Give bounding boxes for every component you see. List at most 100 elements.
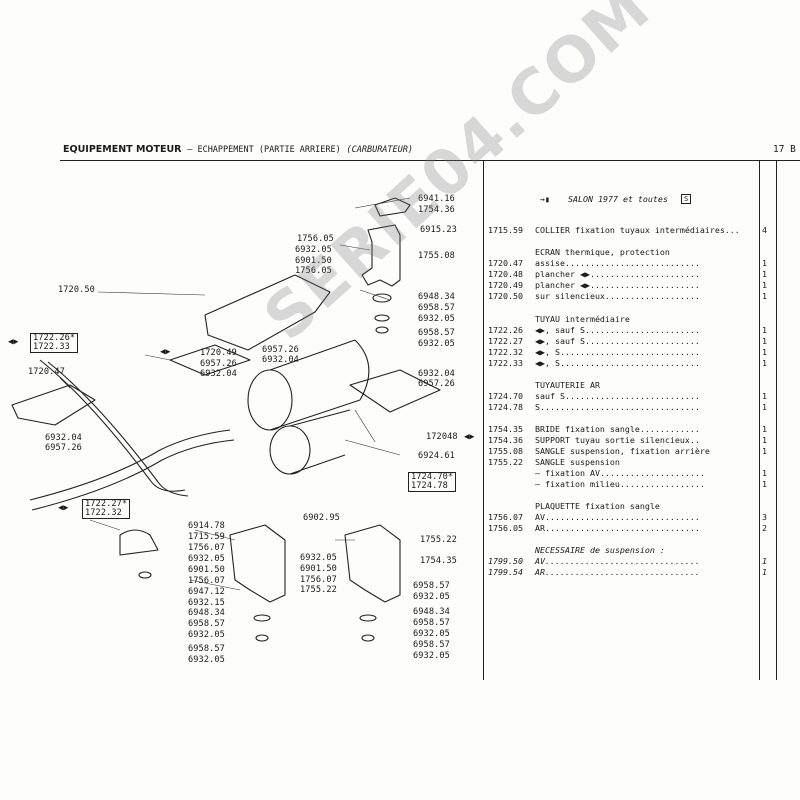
arrow-left-icon: ◀▶	[160, 347, 171, 357]
part-desc: SANGLE suspension	[535, 457, 620, 467]
part-desc: ◀▶, S............................	[535, 347, 700, 357]
header-subtitle: – ECHAPPEMENT (PARTIE ARRIERE)	[187, 145, 341, 155]
nut-shape	[138, 571, 152, 579]
part-qty: 1	[762, 358, 767, 368]
diagram-label: 6915.23	[420, 225, 457, 235]
qty-column-rule	[759, 160, 760, 680]
part-qty: 1	[762, 556, 767, 566]
diagram-label: 1722.33	[33, 342, 70, 352]
washer-shape	[359, 614, 377, 622]
nut-shape	[375, 326, 389, 334]
intro-text: SALON 1977 et toutes	[568, 194, 668, 204]
intermediate-pipe-shape	[29, 429, 231, 501]
part-qty: 1	[762, 402, 767, 412]
diagram-label-box: 1724.70* 1724.78	[408, 472, 457, 492]
diagram-label: 6932.05	[413, 629, 450, 639]
part-row: 1722.27◀▶, sauf S.......................…	[0, 336, 800, 346]
part-ref: 1755.22	[488, 457, 523, 467]
diagram-label: 1724.70*	[411, 472, 454, 482]
diagram-label: 1722.27*	[85, 499, 128, 509]
diagram-label: 1715.59	[188, 532, 225, 542]
diagram-label: 6901.50	[188, 565, 225, 575]
diagram-label: 6957.26	[262, 345, 299, 355]
part-desc: ◀▶, S............................	[535, 358, 700, 368]
part-desc: AV...............................	[535, 556, 700, 566]
part-ref: 1720.50	[488, 291, 523, 301]
diagram-label: 6958.57	[418, 328, 455, 338]
part-qty: 1	[762, 435, 767, 445]
washer-shape	[374, 314, 390, 322]
part-ref: 1799.54	[488, 567, 523, 577]
part-qty: 1	[762, 269, 767, 279]
part-desc: AR...............................	[535, 523, 700, 533]
part-row: 1722.33◀▶, S............................…	[0, 358, 800, 368]
diagram-label: 1720.47	[28, 367, 65, 377]
diagram-label: 6932.05	[188, 630, 225, 640]
part-ref: 1724.70	[488, 391, 523, 401]
part-ref: 1724.78	[488, 402, 523, 412]
arrow-right-icon: →▮	[540, 194, 550, 204]
divider-rule	[483, 160, 484, 680]
arrow-left-icon: ◀▶	[464, 432, 475, 442]
part-desc: – fixation milieu.................	[535, 479, 705, 489]
diagram-label-box: 1722.27* 1722.32	[82, 499, 131, 519]
part-ref: 1720.48	[488, 269, 523, 279]
part-desc: ◀▶, sauf S.......................	[535, 325, 700, 335]
part-row: ECRAN thermique, protection	[0, 247, 800, 257]
exhaust-exploded-diagram	[11, 197, 441, 642]
washer-shape	[253, 614, 271, 622]
part-qty: 1	[762, 424, 767, 434]
part-ref: 1720.49	[488, 280, 523, 290]
part-row: 1724.70 sauf S...........................…	[0, 391, 800, 401]
part-desc: BRIDE fixation sangle............	[535, 424, 700, 434]
diagram-label: 6914.78	[188, 521, 225, 531]
part-qty: 3	[762, 512, 767, 522]
part-row: NECESSAIRE de suspension :	[0, 545, 800, 555]
rear-strap-shape	[361, 224, 401, 287]
intermediate-pipe-shape	[31, 439, 235, 511]
diagram-label: 1720.50	[58, 285, 95, 295]
part-desc: SANGLE suspension, fixation arrière	[535, 446, 710, 456]
part-desc: AV...............................	[535, 512, 700, 522]
intro-box: S	[681, 194, 692, 204]
diagram-label: 6932.05	[413, 592, 450, 602]
part-row: – fixation milieu.................1	[0, 479, 800, 489]
part-desc: plancher ◀▶......................	[535, 269, 700, 279]
intermediate-pipe-shape	[47, 361, 189, 497]
part-qty: 1	[762, 291, 767, 301]
part-row: 1720.50 sur silencieux...................…	[0, 291, 800, 301]
diagram-label: 1754.36	[418, 205, 455, 215]
diagram-label: 1755.22	[420, 535, 457, 545]
part-desc: ◀▶, sauf S.......................	[535, 336, 700, 346]
part-row: TUYAUTERIE AR	[0, 380, 800, 390]
collar-shape	[119, 529, 159, 556]
page-header: EQUIPEMENT MOTEUR – ECHAPPEMENT (PARTIE …	[63, 144, 413, 155]
diagram-label: 6948.34	[418, 292, 455, 302]
diagram-label: 6932.04	[200, 369, 237, 379]
diagram-label: 6947.12	[188, 587, 225, 597]
part-desc: NECESSAIRE de suspension :	[535, 545, 665, 555]
diagram-label: 6948.34	[413, 607, 450, 617]
part-desc: sauf S...........................	[535, 391, 700, 401]
diagram-label: 1756.07	[300, 575, 337, 585]
diagram-label: 6932.05	[188, 655, 225, 665]
support-bracket-shape	[374, 197, 411, 217]
part-desc: AR...............................	[535, 567, 700, 577]
diagram-label: 6932.05	[300, 553, 337, 563]
diagram-label: 1756.05	[297, 234, 334, 244]
diagram-label: 6958.57	[188, 644, 225, 654]
diagram-label: 6932.05	[418, 314, 455, 324]
part-desc: sur silencieux...................	[535, 291, 700, 301]
part-row: PLAQUETTE fixation sangle	[0, 501, 800, 511]
diagram-label: 172048	[426, 432, 458, 442]
part-ref: 1755.08	[488, 446, 523, 456]
diagram-label: 6901.50	[295, 256, 332, 266]
diagram-label: 1722.26*	[33, 333, 76, 343]
